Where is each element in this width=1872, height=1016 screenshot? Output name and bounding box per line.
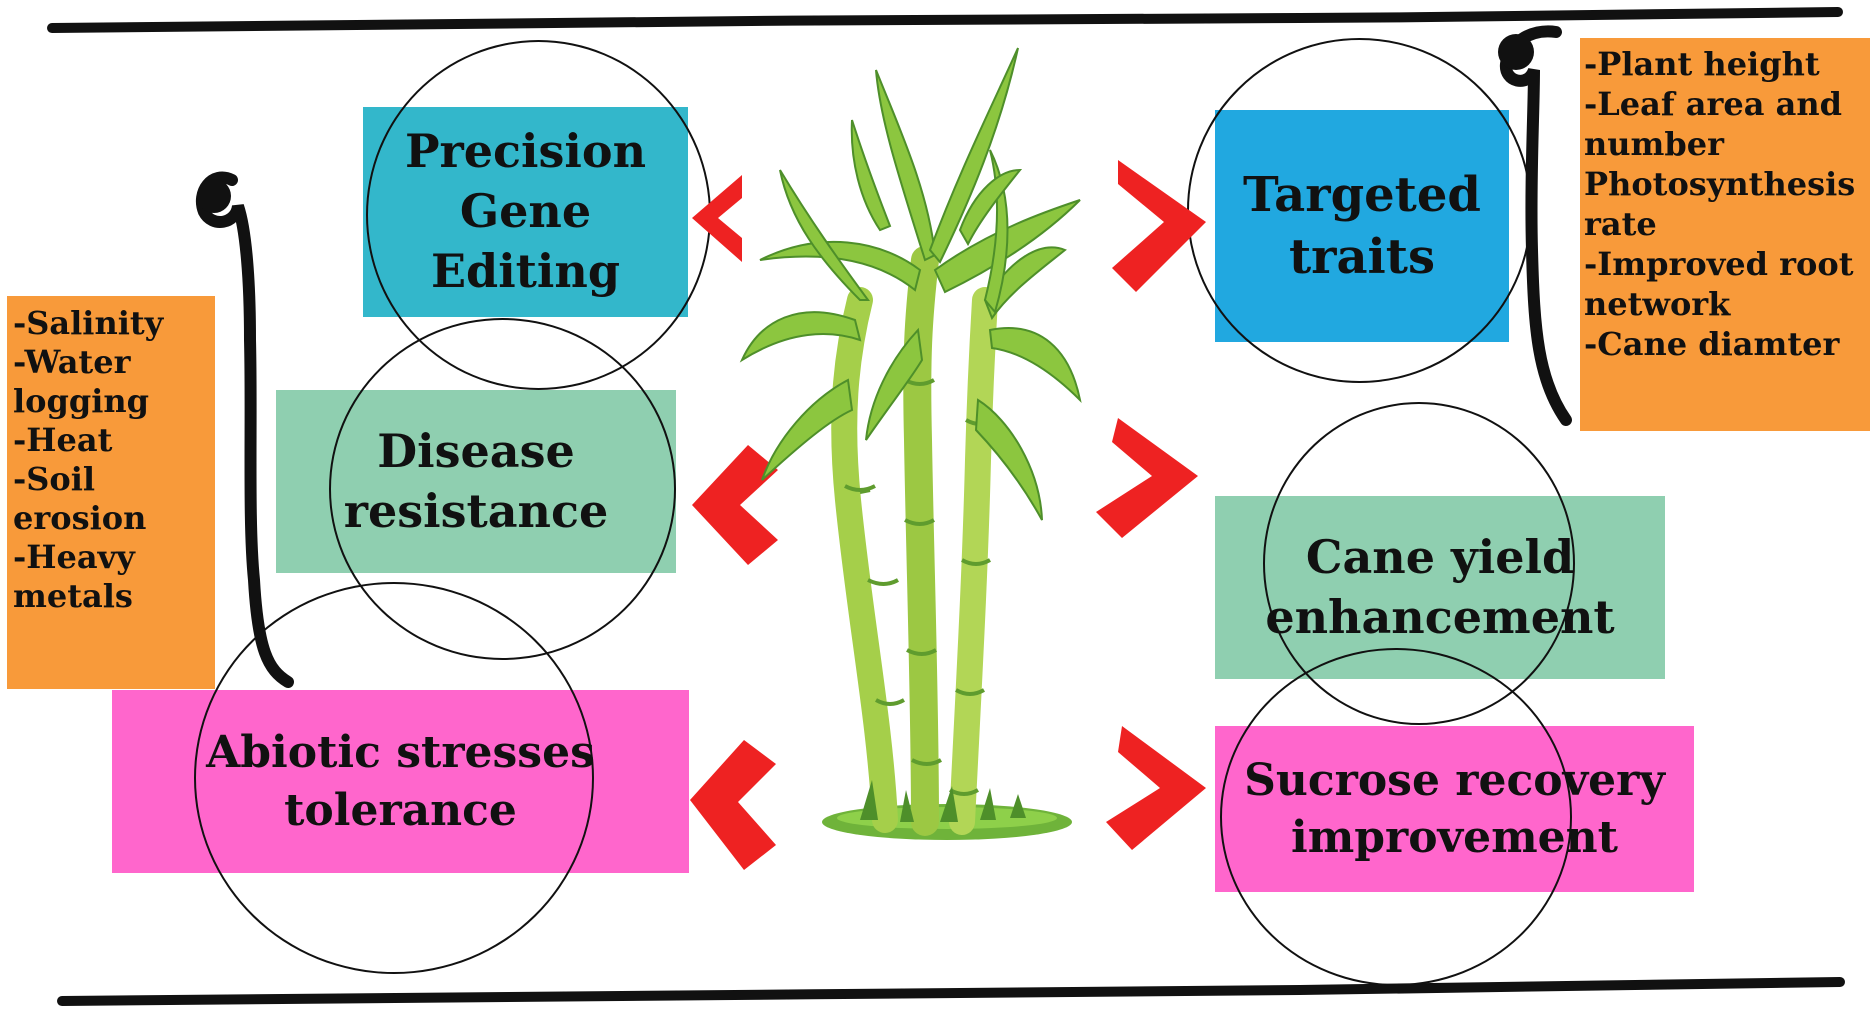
arrow-left-top (692, 175, 742, 262)
abiotic-factors-list: -Salinity -Water logging -Heat -Soil ero… (7, 296, 215, 689)
trait-item-leaf-area: -Leaf area and number (1584, 85, 1842, 163)
cane-yield-line-2: enhancement (1265, 589, 1615, 644)
top-border-line (47, 7, 1843, 33)
chevron-arrow-icon (690, 160, 1206, 870)
disease-resistance-box: Disease resistance (276, 390, 676, 573)
targeted-line-2: traits (1288, 229, 1435, 285)
sugarcane-plant-icon (739, 47, 1082, 840)
disease-line-1: Disease (377, 423, 575, 478)
targeted-line-1: Targeted (1243, 166, 1481, 223)
abiotic-item-salinity: -Salinity (13, 304, 164, 342)
trait-item-cane-diameter: -Cane diamter (1584, 325, 1840, 363)
trait-item-plant-height: -Plant height (1584, 45, 1820, 83)
abiotic-line-1: Abiotic stresses (206, 727, 595, 779)
sucrose-line-2: improvement (1290, 812, 1618, 863)
gene-editing-box: Precision Gene Editing (363, 107, 688, 317)
gene-editing-line-3: Editing (430, 243, 620, 298)
abiotic-item-heavy-metals: -Heavy metals (13, 538, 135, 616)
arrow-right-bottom (1106, 726, 1206, 850)
targeted-traits-box: Targeted traits (1215, 110, 1509, 342)
cane-yield-box: Cane yield enhancement (1215, 496, 1665, 679)
disease-line-2: resistance (343, 483, 609, 538)
trait-item-photosynthesis: Photosynthesis rate (1584, 165, 1856, 243)
abiotic-stress-box: Abiotic stresses tolerance (112, 690, 689, 873)
sucrose-recovery-box: Sucrose recovery improvement (1215, 726, 1694, 892)
gene-editing-line-1: Precision (404, 124, 647, 179)
abiotic-item-waterlogging: -Water logging (13, 343, 150, 421)
trait-item-root-network: -Improved root network (1584, 245, 1854, 323)
bottom-border-line (57, 977, 1845, 1006)
arrow-right-middle (1096, 418, 1198, 538)
traits-list: -Plant height -Leaf area and number Phot… (1580, 38, 1870, 431)
cane-yield-line-1: Cane yield (1305, 529, 1575, 584)
gene-editing-line-2: Gene (459, 184, 592, 239)
arrow-right-top (1112, 160, 1206, 292)
abiotic-line-2: tolerance (284, 784, 517, 836)
sucrose-line-1: Sucrose recovery (1244, 754, 1665, 806)
arrow-left-middle (692, 445, 778, 565)
arrow-left-bottom (690, 740, 776, 870)
abiotic-item-heat: -Heat (13, 421, 113, 460)
abiotic-item-soil-erosion: -Soil erosion (13, 460, 147, 538)
